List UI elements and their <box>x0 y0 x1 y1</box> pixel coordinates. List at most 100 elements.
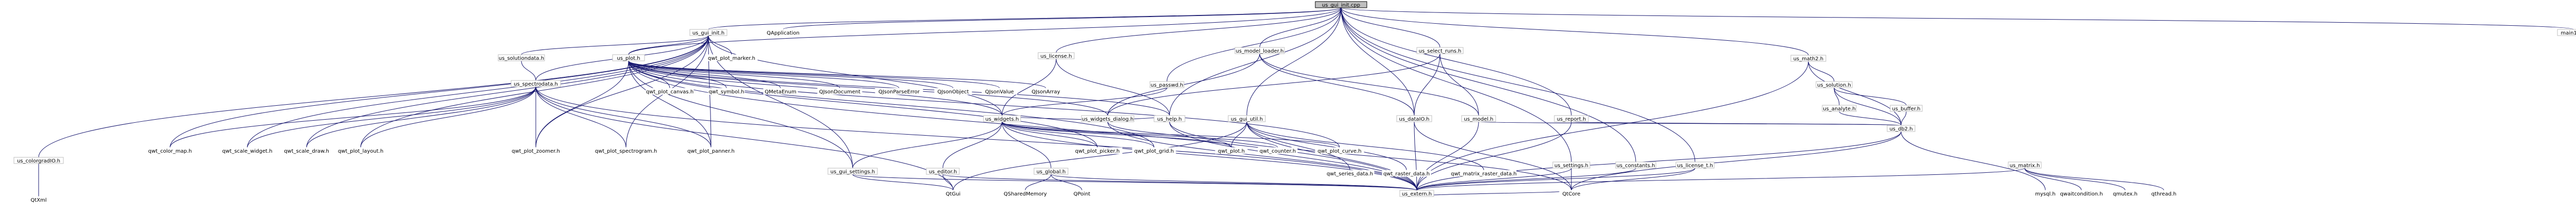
node-label-us_db2: us_db2.h <box>1889 126 1912 132</box>
node-us_gui_init[interactable]: us_gui_init.h <box>689 29 727 36</box>
node-label-qwt_raster_data: qwt_raster_data.h <box>1383 171 1430 177</box>
node-label-us_select_runs: us_select_runs.h <box>1419 48 1462 54</box>
edge-us_plot-to-qwt_plot_panner <box>628 60 711 148</box>
node-label-us_colorgradio: us_colorgradIO.h <box>17 158 60 164</box>
node-box-us_gui_init <box>689 29 727 36</box>
node-us_settings[interactable]: us_settings.h <box>1552 161 1590 169</box>
node-label-qwt_plot_zoomer: qwt_plot_zoomer.h <box>512 149 560 154</box>
node-label-qapplication: QApplication <box>767 30 800 36</box>
node-box-us_db2 <box>1887 125 1916 132</box>
edge-us_buffer-to-us_db2 <box>1901 111 1907 126</box>
edge-us_extern-to-qtcore <box>1416 190 1572 197</box>
node-us_db2[interactable]: us_db2.h <box>1887 125 1916 132</box>
node-us_plot[interactable]: us_plot.h <box>612 54 645 61</box>
node-label-qwt_plot_layout: qwt_plot_layout.h <box>338 149 383 154</box>
node-label-qwt_color_map: qwt_color_map.h <box>148 149 192 154</box>
node-box-qjsonvalue <box>981 88 1018 95</box>
edge-us_gui_settings-to-qtgui <box>852 174 954 191</box>
edge-root-to-us_plot <box>628 7 1342 55</box>
node-us_license[interactable]: us_license.h <box>1038 52 1075 59</box>
node-box-us_license <box>1038 52 1075 59</box>
node-us_select_runs[interactable]: us_select_runs.h <box>1416 47 1464 54</box>
node-main1[interactable]: main1.inc <box>2557 29 2576 36</box>
node-us_report[interactable]: us_report.h <box>1554 115 1589 122</box>
node-us_global[interactable]: us_global.h <box>1033 168 1069 175</box>
edge-us_widgets-to-qwt_plot_picker <box>1002 121 1098 148</box>
node-label-us_widgets_dialog: us_widgets_dialog.h <box>1082 117 1134 122</box>
node-us_math2[interactable]: us_math2.h <box>1790 55 1826 62</box>
node-us_solutiondata[interactable]: us_solutiondata.h <box>498 54 545 61</box>
node-label-qwt_counter: qwt_counter.h <box>1260 149 1296 154</box>
node-box-root <box>1315 1 1367 8</box>
node-qwt_raster_data: qwt_raster_data.h <box>1382 170 1431 177</box>
node-label-us_spectrodata: us_spectrodata.h <box>514 81 558 87</box>
edge-us_gui_init-to-qwt_plot_layout <box>360 35 709 148</box>
edge-us_widgets-to-us_extern <box>1002 121 1417 191</box>
node-box-mysql <box>2033 190 2057 197</box>
node-us_widgets[interactable]: us_widgets.h <box>983 115 1021 122</box>
node-us_datafiles[interactable]: us_dataIO.h <box>1396 115 1432 122</box>
node-qtcore: QtCore <box>1559 190 1584 197</box>
node-label-qthread: qthread.h <box>2151 191 2177 197</box>
node-us_buffer[interactable]: us_buffer.h <box>1890 105 1923 112</box>
node-label-main1: main1.inc <box>2561 30 2576 36</box>
edge-root-to-us_gui_util <box>1246 7 1342 116</box>
edge-us_spectrodata-to-qwt_plot_layout <box>360 86 536 148</box>
node-label-us_license: us_license.h <box>1041 54 1072 59</box>
node-label-qjsonarray: QJsonArray <box>1031 89 1060 95</box>
node-us_constants[interactable]: us_constants.h <box>1615 161 1656 169</box>
node-us_analyte[interactable]: us_analyte.h <box>1822 105 1857 112</box>
node-us_gui_settings[interactable]: us_gui_settings.h <box>827 168 878 175</box>
edge-us_spectrodata-to-qwt_color_map <box>170 86 536 148</box>
node-box-us_colorgradio <box>13 157 64 164</box>
node-box-us_settings <box>1552 161 1590 169</box>
edge-us_widgets-to-qwt_plot <box>1002 121 1232 148</box>
node-box-us_spectrodata <box>511 80 561 87</box>
edge-root-to-us_license_t <box>1341 7 1696 162</box>
edge-root-to-us_settings <box>1341 7 1572 162</box>
node-label-us_license_t: us_license_t.h <box>1677 163 1713 169</box>
node-label-us_editor: us_editor.h <box>929 169 957 175</box>
node-us_license_t[interactable]: us_license_t.h <box>1675 161 1715 169</box>
node-label-us_model: us_model.h <box>1464 117 1493 122</box>
edge-us_solutiondata-to-us_spectrodata <box>521 60 536 81</box>
node-us_passwd[interactable]: us_passwd.h <box>1149 81 1184 88</box>
edge-us_db2-to-us_extern <box>1416 131 1902 191</box>
node-box-qwt_matrix_raster_data <box>1451 170 1517 177</box>
node-box-us_buffer <box>1890 105 1923 112</box>
node-label-qwt_plot_panner: qwt_plot_panner.h <box>687 149 735 154</box>
node-us_extern[interactable]: us_extern.h <box>1399 190 1434 197</box>
node-us_model_loader[interactable]: us_model_loader.h <box>1234 47 1285 54</box>
node-us_help[interactable]: us_help.h <box>1154 115 1185 122</box>
node-box-qwt_plot_canvas <box>646 88 694 95</box>
node-box-us_math2 <box>1790 55 1826 62</box>
node-label-qtcore: QtCore <box>1563 191 1581 197</box>
edge-us_plot-to-us_gui_settings <box>628 60 853 169</box>
node-box-qmutex <box>2112 190 2138 197</box>
node-qsharedmemory: QSharedMemory <box>1003 190 1048 197</box>
edge-us_db2-to-qtcore <box>1571 131 1902 191</box>
node-qwt_plot_spectrogram: qwt_plot_spectrogram.h <box>595 147 657 154</box>
node-us_spectrodata[interactable]: us_spectrodata.h <box>511 80 561 87</box>
node-qwt_scale_widget: qwt_scale_widget.h <box>221 147 274 154</box>
edge-us_model-to-us_db2 <box>1478 121 1902 126</box>
node-us_editor[interactable]: us_editor.h <box>926 168 960 175</box>
edge-us_plot-to-us_widgets <box>628 60 1003 116</box>
node-us_model[interactable]: us_model.h <box>1461 115 1496 122</box>
edge-us_spectrodata-to-qwt_plot_panner <box>535 86 711 148</box>
node-qpoint: QPoint <box>1069 190 1095 197</box>
node-us_matrix[interactable]: us_matrix.h <box>2008 161 2042 169</box>
edge-us_gui_util-to-qtgui <box>953 121 1247 191</box>
node-label-qwt_plot_picker: qwt_plot_picker.h <box>1075 149 1120 154</box>
edge-us_plot-to-qwt_plot_curve <box>628 60 1340 148</box>
node-us_gui_util[interactable]: us_gui_util.h <box>1228 115 1266 122</box>
node-us_solution[interactable]: us_solution.h <box>1816 81 1853 88</box>
node-us_widgets_dialog[interactable]: us_widgets_dialog.h <box>1081 115 1134 122</box>
graph-nodes: us_gui_init.cppQApplicationus_gui_init.h… <box>13 1 2576 203</box>
edge-root-to-us_report <box>1341 7 1572 116</box>
edge-us_plot-to-qjsonarray <box>628 60 1046 89</box>
node-box-qjsonobject <box>934 88 972 95</box>
edge-us_select_runs-to-us_model <box>1439 53 1479 116</box>
node-box-us_license_t <box>1675 161 1715 169</box>
node-us_colorgradio[interactable]: us_colorgradIO.h <box>13 157 64 164</box>
